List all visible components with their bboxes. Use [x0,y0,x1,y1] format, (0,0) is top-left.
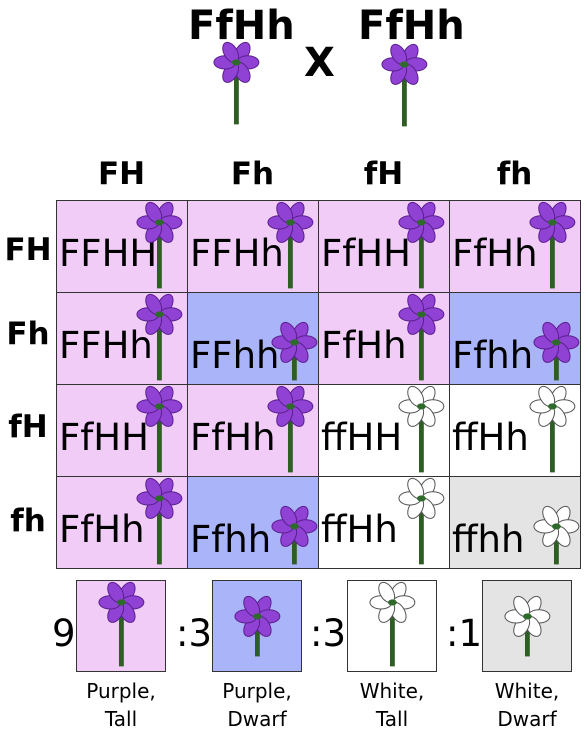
purple-tall-flower-icon [267,385,313,472]
purple-tall-flower-icon [136,477,182,564]
flower-center [285,402,295,410]
cell-genotype: FfHH [59,416,149,459]
parent-left-genotype: FfHh [188,3,295,49]
flower-center [154,494,164,502]
white-dwarf-flower-icon [504,595,550,656]
caption-line-2: Dwarf [497,707,557,731]
caption-line-2: Tall [104,707,138,731]
ratio-value-2: :3 [176,612,213,655]
flower-center [416,494,426,502]
purple-dwarf-flower-icon [271,505,317,564]
flower-center [416,402,426,410]
white-tall-flower-icon [398,477,444,564]
white-tall-flower-icon [369,581,415,666]
cell-genotype: FfHh [321,324,407,367]
purple-tall-flower-icon [136,385,182,472]
purple-dwarf-flower-icon [271,321,317,380]
cell-genotype: ffhh [452,518,525,561]
caption-line-1: Purple, [222,679,292,703]
ratio-value-3: :3 [310,612,347,655]
row-header-2: Fh [6,316,50,352]
white-tall-flower-icon [529,385,575,472]
cell-genotype: FFHH [59,232,158,275]
phenotype-caption: Purple, Dwarf [192,677,322,733]
flower-center [285,218,295,226]
cell-genotype: FfHh [59,508,145,551]
cell-genotype: FfHH [321,232,411,275]
flower-center [551,522,561,530]
flower-center [399,60,409,68]
parent-left-flower-icon [213,41,259,124]
cell-genotype: FFHh [190,232,284,275]
purple-tall-flower-icon [529,201,575,288]
ratio-value-1: 9 [52,612,76,655]
flower-center [116,598,126,606]
flower-center [547,402,557,410]
flower-center [289,338,299,346]
phenotype-caption: White, Dwarf [462,677,585,733]
cell-genotype: FfHh [452,232,538,275]
phenotype-caption: White, Tall [327,677,457,733]
cell-genotype: FfHh [190,416,276,459]
purple-dwarf-flower-icon [533,321,579,380]
cell-genotype: ffHh [452,416,529,459]
cell-genotype: ffHH [321,416,403,459]
column-header-1: FH [97,156,146,192]
column-header-4: fh [496,156,533,192]
cell-genotype: Ffhh [190,518,272,561]
row-header-3: fH [8,409,48,445]
flower-center [231,58,241,66]
row-header-4: fh [10,503,46,539]
purple-tall-flower-icon [136,201,182,288]
phenotype-caption: Purple, Tall [56,677,186,733]
ratio-value-4: :1 [446,612,483,655]
cell-genotype: FFHh [59,324,153,367]
purple-tall-flower-icon [267,201,313,288]
caption-line-2: Dwarf [227,707,287,731]
flower-center [289,522,299,530]
caption-line-1: White, [359,679,425,703]
flower-center [416,310,426,318]
purple-tall-flower-icon [398,293,444,380]
flower-center [387,598,397,606]
parent-right-flower-icon [381,43,427,126]
flower-center [252,612,262,620]
punnett-cell [187,476,319,569]
column-header-3: fH [363,156,404,192]
column-header-2: Fh [230,156,275,192]
flower-center [547,218,557,226]
caption-line-1: Purple, [86,679,156,703]
flower-center [154,402,164,410]
flower-center [154,218,164,226]
caption-line-1: White, [494,679,560,703]
flower-center [416,218,426,226]
cell-genotype: ffHh [321,508,398,551]
cell-genotype: Ffhh [452,334,534,377]
row-header-1: FH [4,232,52,268]
flower-center [522,612,532,620]
purple-tall-flower-icon [398,201,444,288]
cross-symbol: X [304,40,335,86]
purple-tall-flower-icon [136,293,182,380]
caption-line-2: Tall [375,707,409,731]
purple-dwarf-flower-icon [234,595,280,656]
white-dwarf-flower-icon [533,505,579,564]
cell-genotype: FFhh [190,334,280,377]
parent-right-genotype: FfHh [358,3,465,49]
white-tall-flower-icon [398,385,444,472]
flower-center [551,338,561,346]
flower-center [154,310,164,318]
purple-tall-flower-icon [98,581,144,666]
